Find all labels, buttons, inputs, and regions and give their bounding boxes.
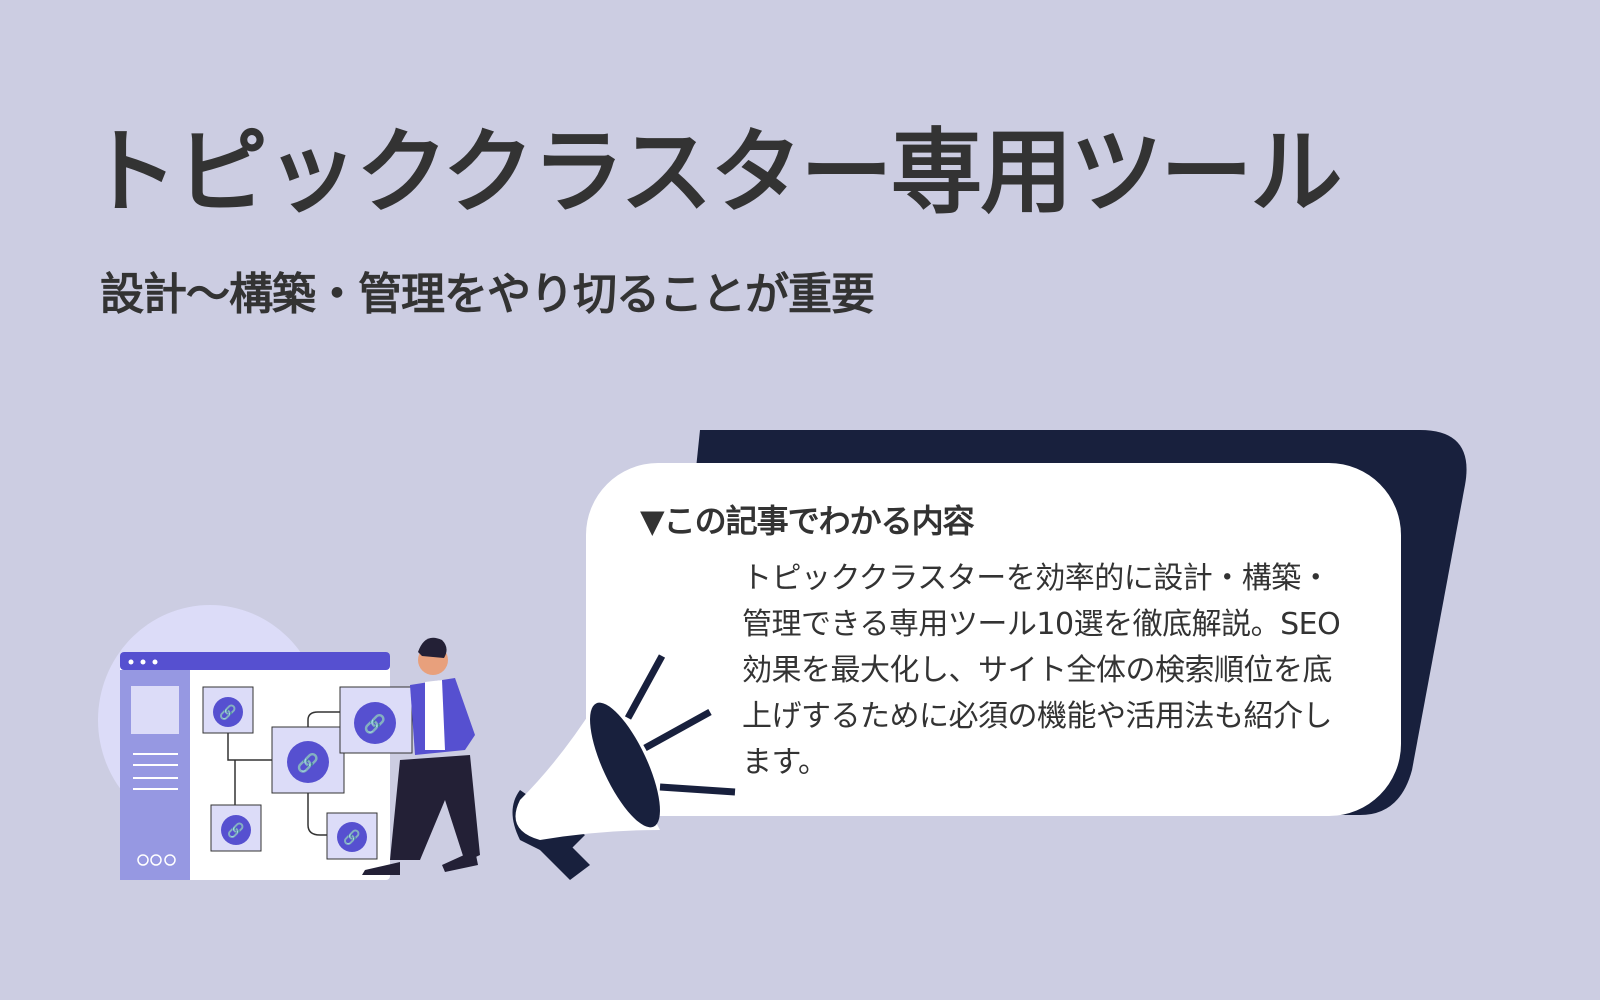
summary-body: トピッククラスターを効率的に設計・構築・管理できる専用ツール10選を徹底解説。S…	[742, 561, 1341, 780]
svg-text:🔗: 🔗	[227, 821, 245, 839]
person-figure	[362, 637, 480, 875]
svg-text:🔗: 🔗	[297, 752, 319, 774]
page-subtitle: 設計〜構築・管理をやり切ることが重要	[100, 269, 875, 320]
topic-cluster-illustration: 🔗 🔗 🔗 🔗 🔗	[98, 605, 480, 880]
svg-text:🔗: 🔗	[364, 713, 386, 735]
svg-text:🔗: 🔗	[343, 828, 361, 846]
summary-card	[586, 463, 1401, 816]
link-node: 🔗	[271, 726, 345, 794]
link-node: 🔗	[339, 686, 413, 754]
page-title: トピッククラスター専用ツール	[86, 119, 1342, 226]
link-node: 🔗	[202, 686, 254, 734]
svg-text:🔗: 🔗	[219, 703, 237, 721]
link-node: 🔗	[326, 812, 378, 860]
link-node: 🔗	[210, 804, 262, 852]
summary-heading: ▼この記事でわかる内容	[640, 502, 975, 540]
